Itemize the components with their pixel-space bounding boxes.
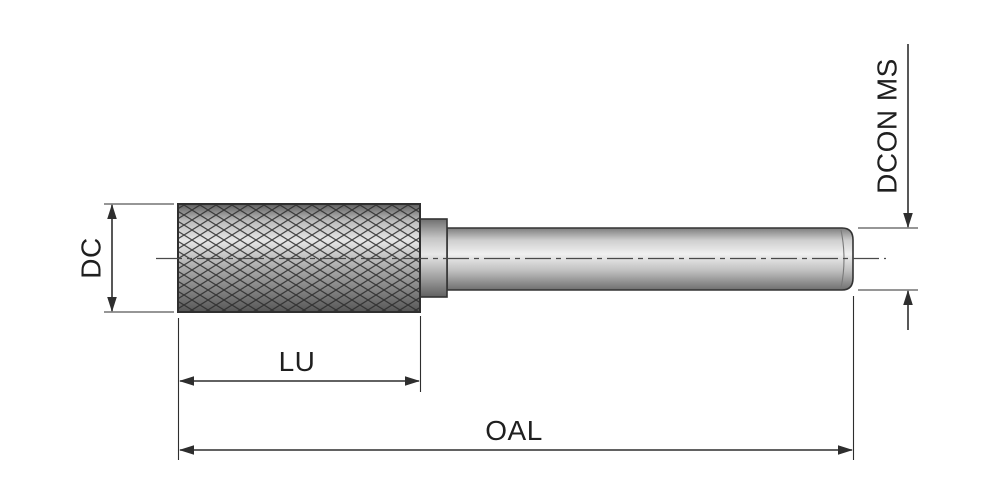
oal-arrow-left-icon [179,445,194,455]
dc-arrow-up-icon [107,204,117,219]
burr-part [156,203,886,313]
dcon-arrow-down-icon [903,213,913,228]
dcon-label: DCON MS [871,58,902,194]
dc-dimension [104,203,174,313]
oal-label: OAL [485,415,543,446]
lu-label: LU [279,346,316,377]
oal-arrow-right-icon [838,445,853,455]
dcon-dimension [858,44,918,330]
dcon-arrow-up-icon [903,290,913,305]
dc-label: DC [75,237,106,278]
lu-dimension [177,316,422,460]
oal-dimension [179,296,855,460]
lu-arrow-right-icon [405,376,420,386]
lu-arrow-left-icon [179,376,194,386]
dc-arrow-down-icon [107,297,117,312]
